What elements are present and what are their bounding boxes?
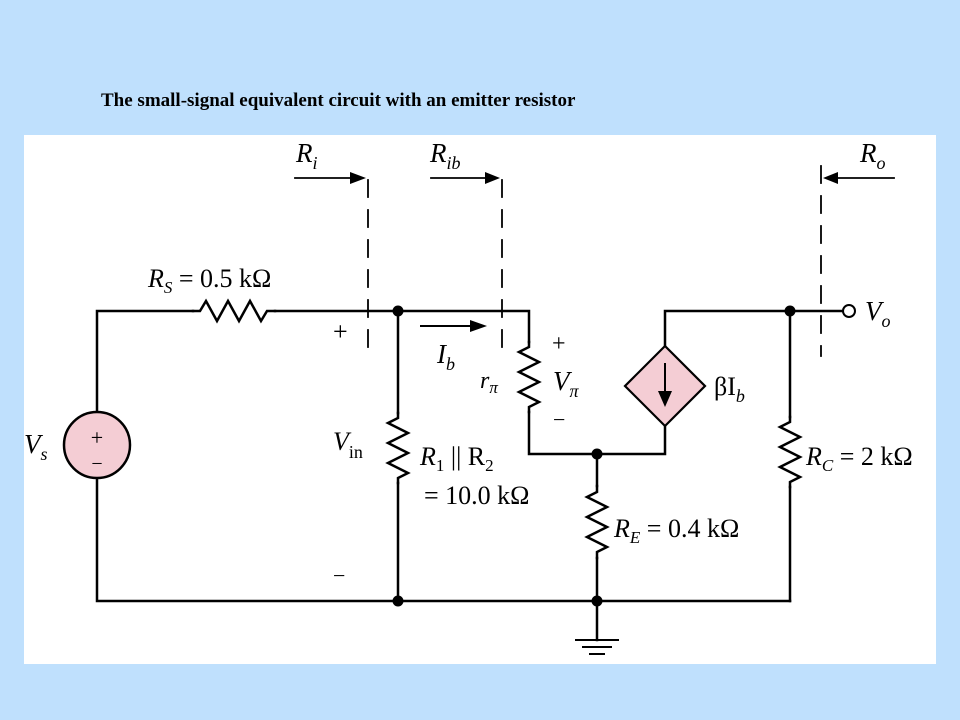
ro-label: Ro: [859, 138, 886, 173]
dep-source-arrow-head: [658, 391, 672, 407]
r12-resistor: [385, 411, 411, 485]
wire-node-to-rpi: [396, 309, 531, 344]
vin-minus: −: [333, 563, 345, 588]
rs-resistor: [191, 298, 277, 324]
circuit-diagram: + − Ri Rib Ro RS = 0.5 kΩ Vs + Vin −: [24, 138, 913, 655]
r12-label: R1 || R2: [419, 442, 494, 475]
vin-label: Vin: [333, 427, 363, 462]
ground-symbol: [575, 639, 619, 655]
ib-label: Ib: [436, 339, 455, 374]
wire-dep-top: [663, 309, 792, 348]
vpi-plus: +: [552, 331, 566, 357]
wire-rpi-to-emitter: [527, 410, 667, 456]
circuit-panel: + − Ri Rib Ro RS = 0.5 kΩ Vs + Vin −: [24, 135, 936, 664]
junction-emitter: [591, 448, 603, 460]
ro-arrow-head: [823, 172, 838, 184]
junction-input-bottom: [392, 595, 404, 607]
slide-title: The small-signal equivalent circuit with…: [101, 90, 576, 111]
rc-label: RC = 2 kΩ: [805, 442, 913, 475]
wire-source-bottom: [95, 476, 400, 603]
wire-source-top: [95, 309, 195, 414]
junction-ground: [591, 595, 603, 607]
r12-value: = 10.0 kΩ: [424, 481, 530, 510]
rc-resistor: [777, 415, 803, 489]
vs-label: Vs: [24, 429, 48, 464]
output-terminal: [842, 304, 856, 318]
ib-arrow-head: [470, 320, 487, 332]
ri-arrow-head: [350, 172, 366, 184]
vpi-minus: −: [553, 407, 565, 432]
dep-source-label: βIb: [714, 372, 745, 406]
junction-output: [784, 305, 796, 317]
re-resistor: [584, 484, 610, 560]
junction-input-top: [392, 305, 404, 317]
rib-arrow-head: [485, 172, 500, 184]
vpi-label: Vπ: [553, 366, 580, 401]
rib-label: Rib: [429, 138, 461, 173]
rpi-resistor: [516, 340, 542, 414]
source-plus: +: [91, 425, 103, 450]
ri-label: Ri: [295, 138, 318, 173]
rpi-label: rπ: [480, 368, 498, 397]
rs-label: RS = 0.5 kΩ: [147, 264, 271, 297]
vo-label: Vo: [865, 296, 891, 331]
voltage-source: [62, 410, 132, 480]
source-minus: −: [91, 453, 102, 475]
re-label: RE = 0.4 kΩ: [613, 514, 739, 547]
vin-plus: +: [333, 317, 348, 346]
